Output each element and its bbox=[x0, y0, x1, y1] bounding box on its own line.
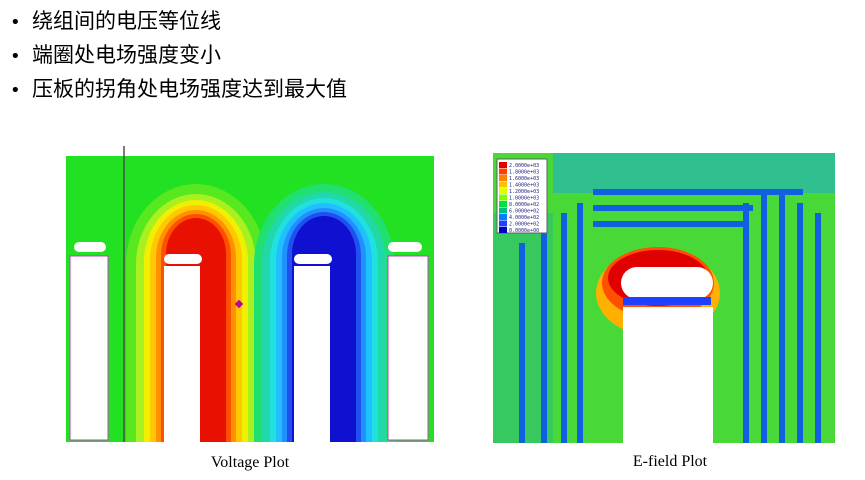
bullet-marker: • bbox=[10, 80, 21, 101]
legend-swatch bbox=[499, 181, 507, 188]
winding-block bbox=[164, 266, 200, 442]
end-ring bbox=[294, 254, 332, 264]
winding-block bbox=[623, 307, 713, 443]
legend: 2.0000e+031.8000e+031.6000e+031.4000e+03… bbox=[499, 162, 539, 234]
legend-swatch bbox=[499, 207, 507, 214]
conductor-strip bbox=[743, 203, 749, 443]
legend-label: 1.4000e+03 bbox=[509, 183, 539, 189]
conductor-strip bbox=[761, 193, 767, 443]
conductor-strip bbox=[779, 193, 785, 443]
conductor-strip bbox=[815, 213, 821, 443]
bullet-item: • 压板的拐角处电场强度达到最大值 bbox=[10, 72, 347, 106]
voltage-plot-caption: Voltage Plot bbox=[210, 454, 290, 471]
conductor-strip bbox=[593, 189, 803, 195]
bullet-item: • 绕组间的电压等位线 bbox=[10, 4, 347, 38]
conductor-strip bbox=[593, 221, 743, 227]
legend-swatch bbox=[499, 175, 507, 181]
conductor-strip bbox=[541, 223, 547, 443]
conductor-strip bbox=[797, 203, 803, 443]
end-ring bbox=[74, 242, 106, 252]
voltage-plot-image bbox=[66, 146, 434, 442]
legend-swatch bbox=[499, 214, 507, 220]
legend-swatch bbox=[499, 227, 507, 233]
legend-label: 4.0000e+02 bbox=[509, 215, 539, 221]
legend-label: 2.0000e+03 bbox=[509, 163, 539, 169]
bullet-marker: • bbox=[10, 46, 21, 67]
legend-swatch bbox=[499, 220, 507, 227]
legend-label: 1.0000e+03 bbox=[509, 196, 539, 202]
bullet-text: 绕组间的电压等位线 bbox=[32, 9, 221, 33]
field-region bbox=[553, 153, 835, 193]
marker-icon bbox=[234, 299, 244, 309]
legend-label: 6.0000e+02 bbox=[509, 209, 539, 215]
legend-swatch bbox=[499, 188, 507, 194]
legend-swatch bbox=[499, 194, 507, 201]
voltage-plot-svg bbox=[66, 146, 434, 442]
conductor-strip bbox=[561, 213, 567, 443]
legend-swatch bbox=[499, 162, 507, 168]
conductor-strip bbox=[577, 203, 583, 443]
efield-plot-svg: 2.0000e+031.8000e+031.6000e+031.4000e+03… bbox=[493, 153, 835, 443]
efield-plot-caption: E-field Plot bbox=[632, 453, 708, 470]
pressure-plate bbox=[621, 267, 713, 299]
legend-swatch bbox=[499, 168, 507, 175]
winding-block bbox=[294, 266, 330, 442]
legend-label: 1.8000e+03 bbox=[509, 170, 539, 176]
bullet-text: 压板的拐角处电场强度达到最大值 bbox=[32, 77, 347, 101]
conductor-strip bbox=[519, 243, 525, 443]
legend-label: 8.0000e+02 bbox=[509, 202, 539, 208]
conductor-strip bbox=[593, 205, 753, 211]
legend-label: 0.0000e+00 bbox=[509, 228, 539, 234]
conductor-strip bbox=[623, 297, 711, 305]
legend-label: 1.2000e+03 bbox=[509, 189, 539, 195]
legend-label: 2.0000e+02 bbox=[509, 222, 539, 228]
bullet-item: • 端圈处电场强度变小 bbox=[10, 38, 347, 72]
bullet-text: 端圈处电场强度变小 bbox=[32, 43, 221, 67]
legend-swatch bbox=[499, 201, 507, 207]
legend-label: 1.6000e+03 bbox=[509, 176, 539, 182]
bullet-marker: • bbox=[10, 12, 21, 33]
end-ring bbox=[164, 254, 202, 264]
winding-block bbox=[387, 255, 429, 441]
winding-block bbox=[69, 255, 109, 441]
end-ring bbox=[388, 242, 422, 252]
bullet-list: • 绕组间的电压等位线 • 端圈处电场强度变小 • 压板的拐角处电场强度达到最大值 bbox=[10, 4, 347, 106]
